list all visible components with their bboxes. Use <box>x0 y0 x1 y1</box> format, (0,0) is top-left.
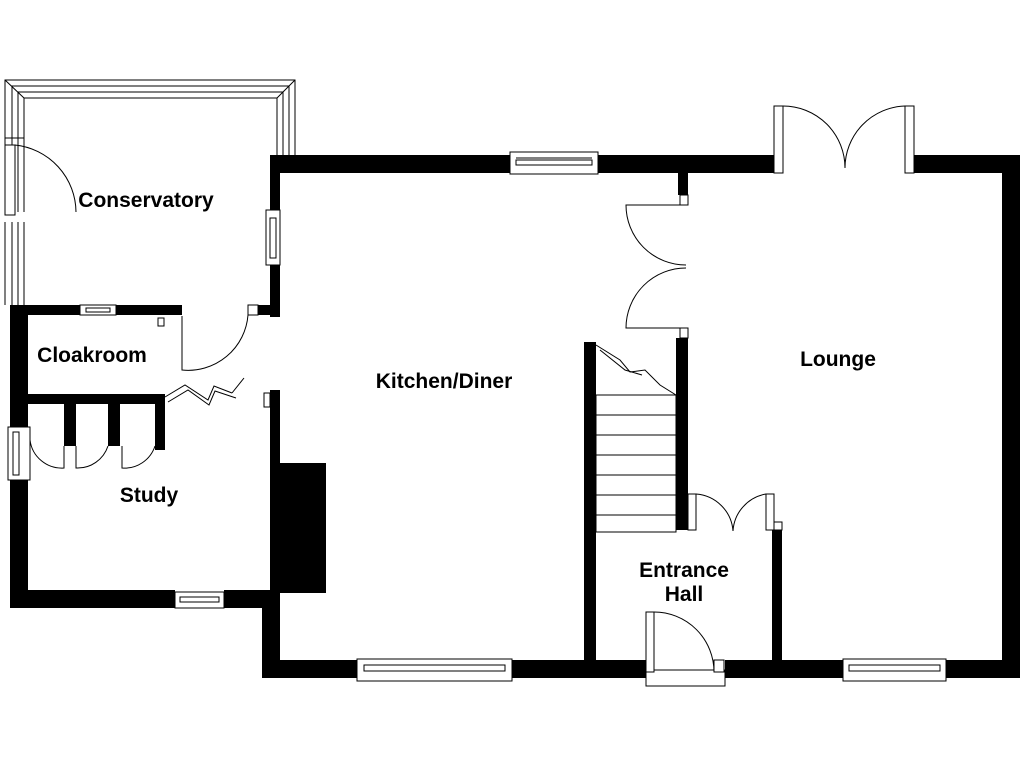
entrance-hall-label-line1: Entrance <box>639 559 729 582</box>
front-door[interactable] <box>645 611 725 673</box>
lounge-bottom-window <box>842 658 947 682</box>
kitchen-diner-label: Kitchen/Diner <box>376 370 513 393</box>
conservatory-label: Conservatory <box>78 189 214 212</box>
study-bottom-window <box>174 591 225 609</box>
kitchen-bottom-window <box>356 658 513 682</box>
windows <box>7 151 947 687</box>
entrance-bottom-window <box>645 669 726 687</box>
kitchen-top-window <box>509 151 599 175</box>
entrance-hall-label-line2: Hall <box>665 583 704 606</box>
conservatory-door[interactable] <box>4 144 77 216</box>
cloakroom-label: Cloakroom <box>37 344 147 367</box>
lounge-french-doors[interactable] <box>773 105 915 174</box>
lounge-label: Lounge <box>800 348 876 371</box>
study-label: Study <box>120 484 179 507</box>
staircase <box>595 344 677 533</box>
cloakroom-window <box>79 304 117 316</box>
study-side-window <box>7 426 31 481</box>
cloakroom-door[interactable] <box>157 304 259 371</box>
kitchen-lounge-double-door[interactable] <box>625 194 689 339</box>
interior-walls <box>10 173 782 662</box>
study-bifold-door[interactable] <box>164 377 271 408</box>
hall-lounge-double-door[interactable] <box>687 493 783 532</box>
study-cupboard-doors[interactable] <box>29 439 156 469</box>
conservatory-side-window <box>265 209 281 266</box>
